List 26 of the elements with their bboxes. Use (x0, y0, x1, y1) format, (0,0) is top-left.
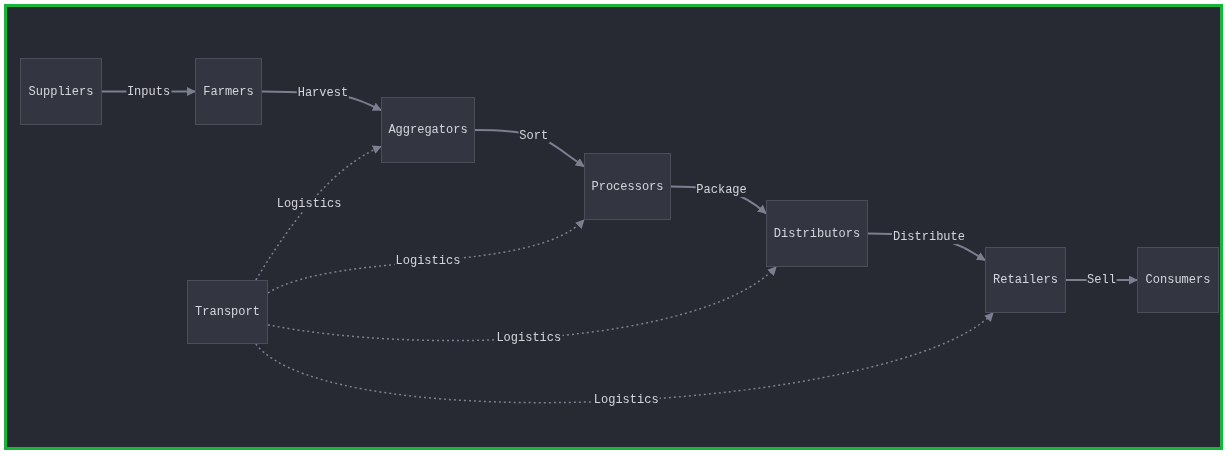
process-box (20, 58, 102, 125)
process-box (1137, 247, 1219, 313)
process-box (985, 247, 1066, 313)
dotted-arrow (255, 312, 994, 404)
edge-label: Logistics (275, 197, 343, 212)
edge-label: Logistics (495, 331, 563, 346)
dotted-arrow (267, 266, 777, 342)
node-label: Aggregators (388, 123, 468, 137)
node-label: Consumers (1145, 273, 1211, 287)
edge-label: Package (695, 183, 748, 198)
node-label: Processors (591, 179, 664, 194)
edge-label: Logistics (592, 393, 660, 408)
edge-label: Distribute (891, 230, 966, 245)
node-label: Farmers (203, 84, 254, 99)
node-label: Suppliers (28, 84, 94, 99)
node-label: Retailers (993, 273, 1058, 287)
process-box (381, 97, 475, 163)
node-label: Distributors (773, 226, 861, 241)
node-label: Transport (195, 305, 260, 319)
process-box (187, 280, 268, 344)
dotted-arrow (255, 145, 382, 281)
process-box (195, 58, 262, 125)
edge-label: Harvest (296, 86, 350, 101)
process-box (584, 153, 671, 220)
edge-label: Logistics (394, 254, 462, 269)
process-box (766, 200, 868, 267)
